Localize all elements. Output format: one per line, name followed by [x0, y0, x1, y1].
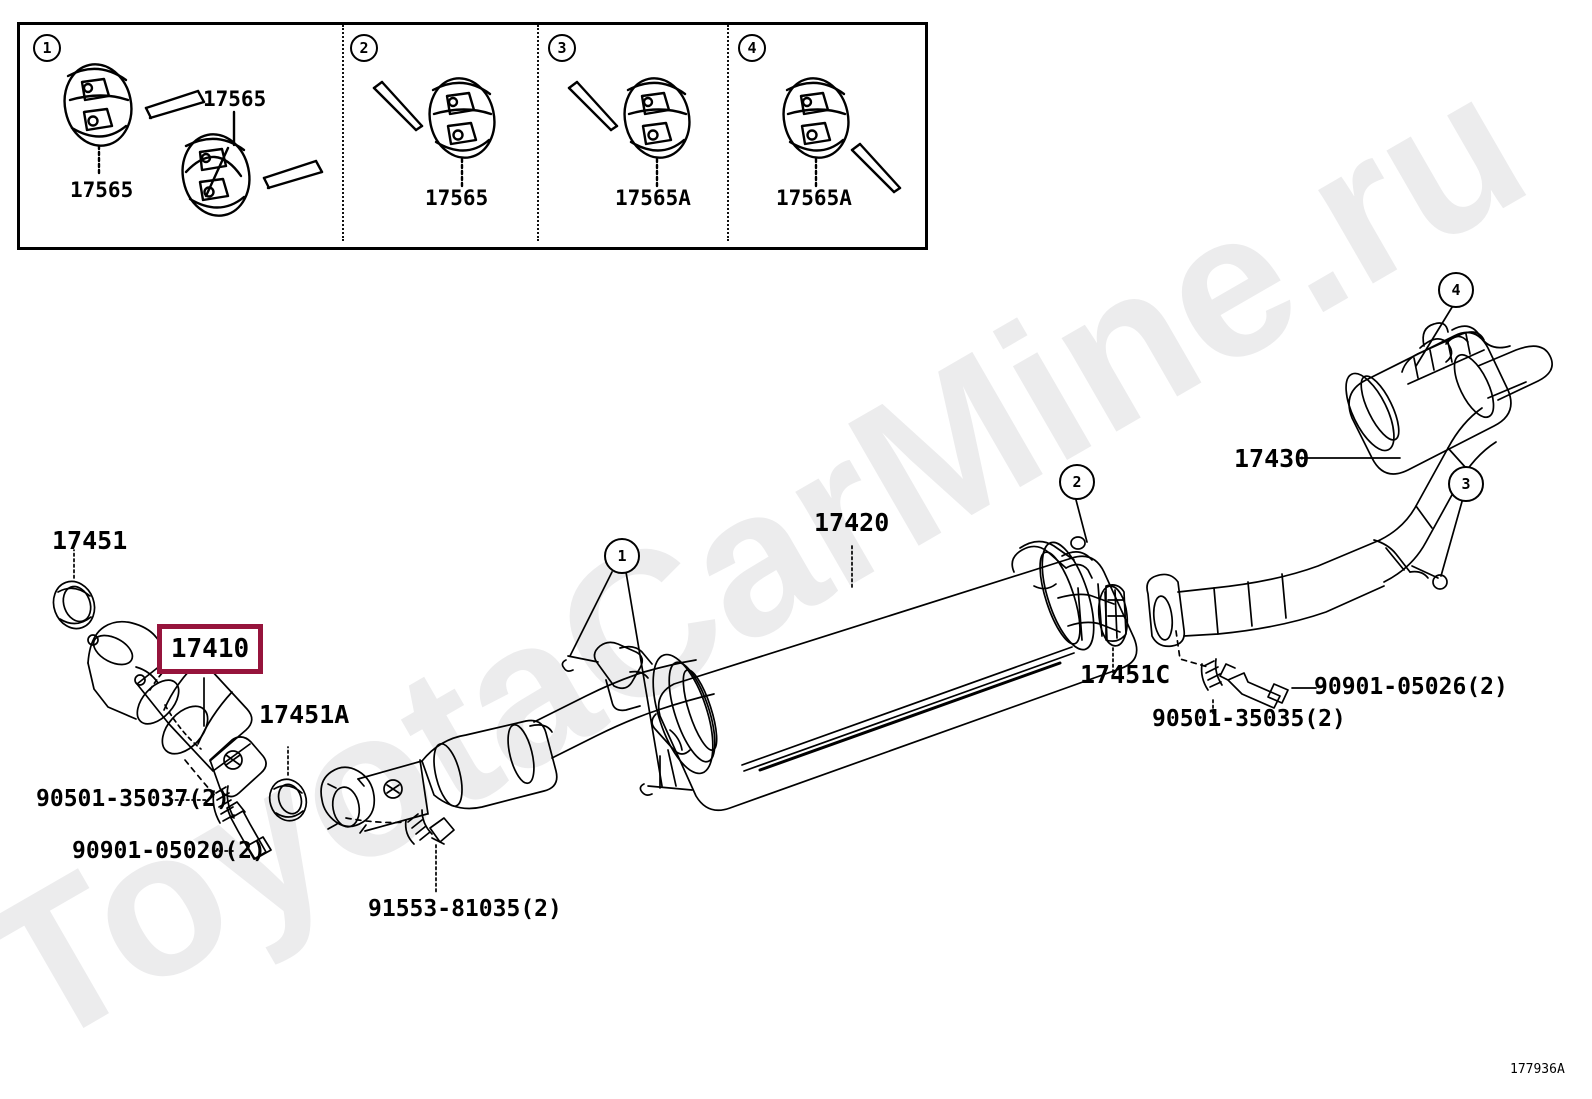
diagram-code: 177936A — [1510, 1062, 1565, 1077]
callout-circle-3: 3 — [1448, 466, 1484, 502]
panel-number-2: 2 — [350, 34, 378, 62]
hanger-rubber-icon-3 — [623, 77, 691, 189]
callout-circle-1: 1 — [604, 538, 640, 574]
panel-divider-1 — [342, 25, 344, 241]
hanger-rubber-icon-1a — [63, 63, 133, 176]
hanger-rubber-icon-4 — [782, 77, 850, 189]
tailpipe-17430-icon — [1146, 407, 1497, 648]
assembly-dash-center-pipe — [345, 817, 405, 824]
part-label-17451c: 17451C — [1080, 660, 1171, 689]
spring-90501-35035-icon — [1200, 658, 1223, 691]
hanger-rubber-icon-2 — [428, 77, 496, 189]
panel-divider-2 — [537, 25, 539, 241]
muffler-hanger-rear-icon — [639, 713, 693, 796]
assembly-dash-17430 — [1175, 630, 1209, 668]
bolt-91553-81035-icon — [404, 809, 455, 845]
center-pipe-assembly-icon — [320, 659, 715, 834]
part-label-90501-35035: 90501-35035(2) — [1152, 706, 1346, 732]
inset-panel-frame — [17, 22, 928, 250]
inset-label-2: 17565 — [425, 186, 489, 210]
rear-muffler-icon — [1345, 322, 1553, 475]
callout-circle-4: 4 — [1438, 272, 1474, 308]
callout-leaders — [569, 303, 1464, 787]
part-label-17430: 17430 — [1234, 444, 1310, 473]
panel-number-3: 3 — [548, 34, 576, 62]
spring-90501-35037-icon — [212, 785, 235, 824]
inset-label-4: 17565A — [776, 186, 852, 210]
hanger-stud-icon-1a — [144, 89, 206, 120]
gasket-17451-icon — [52, 580, 96, 630]
part-label-90501-35037: 90501-35037(2) — [36, 786, 230, 812]
assembly-dash-17410 — [184, 759, 218, 799]
hanger-stud-icon-1b — [262, 159, 324, 190]
hanger-rubber-icon-1b — [181, 110, 251, 217]
part-label-17451: 17451 — [52, 526, 128, 555]
part-leaders — [203, 457, 1401, 894]
part-label-17410: 17410 — [170, 634, 250, 664]
part-label-90901-05026: 90901-05026(2) — [1314, 674, 1508, 700]
panel-number-1: 1 — [33, 34, 61, 62]
inset-label-1a: 17565 — [70, 178, 134, 202]
hanger-stud-icon-2 — [372, 80, 424, 132]
panel-divider-3 — [727, 25, 729, 241]
bolt-90901-05020-icon — [226, 801, 272, 860]
muffler-17420-icon — [652, 541, 1138, 812]
inset-label-3: 17565A — [615, 186, 691, 210]
part-label-91553-81035: 91553-81035(2) — [368, 896, 562, 922]
part-label-17420: 17420 — [814, 508, 890, 537]
callout-circle-2: 2 — [1059, 464, 1095, 500]
part-label-17451a: 17451A — [259, 700, 350, 729]
muffler-hanger-top-icon — [1011, 536, 1093, 590]
part-label-90901-05020: 90901-05020(2) — [72, 838, 266, 864]
hanger-stud-icon-4 — [850, 142, 902, 194]
gasket-17451a-icon — [268, 778, 308, 822]
bolt-90901-05026-icon — [1219, 663, 1289, 709]
part-label-17410-highlight: 17410 — [157, 624, 263, 674]
muffler-hanger-front-icon — [561, 641, 653, 712]
panel-number-4: 4 — [738, 34, 766, 62]
gasket-17451c-icon — [1097, 585, 1129, 647]
hanger-stud-icon-3 — [567, 80, 619, 132]
inset-label-1b: 17565 — [203, 87, 267, 111]
